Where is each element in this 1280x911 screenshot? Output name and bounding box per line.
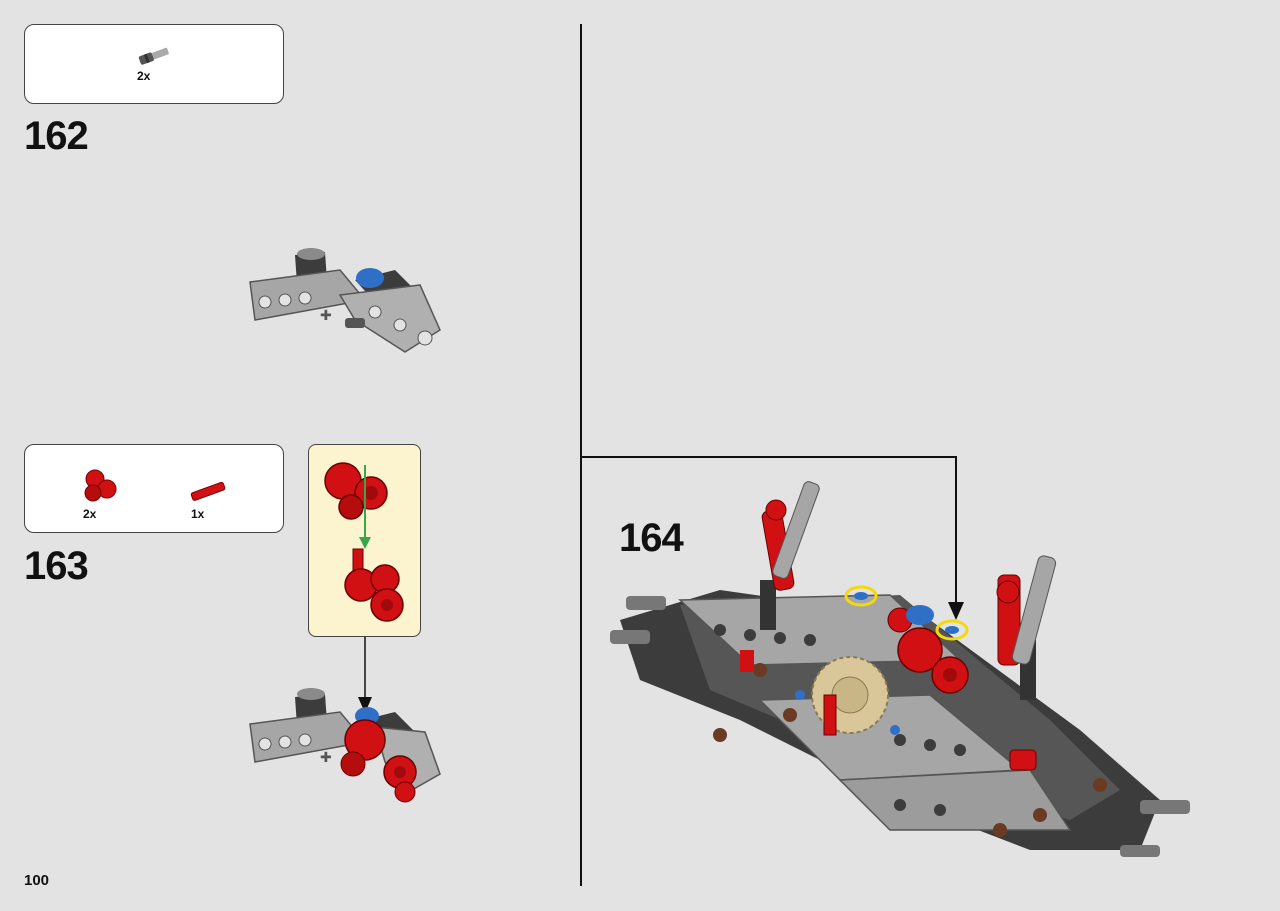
svg-text:✚: ✚ [320,749,332,765]
step-164-chassis-image [610,481,1190,857]
red-double-pin-connector-icon [84,469,117,502]
step-164-arrow [948,602,964,620]
pin-with-axle-icon [138,47,169,65]
red-axle-icon [190,481,226,501]
step-164-frame-right [955,456,957,608]
parts-list-162: 2x [24,24,284,104]
svg-text:✚: ✚ [320,307,332,323]
page-divider [580,24,582,886]
part-qty: 2x [83,507,97,521]
part-qty: 2x [137,69,151,83]
red-connector-top-image [324,462,388,520]
step-number-162: 162 [24,114,89,158]
red-connector-bottom-image [344,548,404,622]
step-164-frame-top [580,456,956,458]
step-163-model-image: ✚ [249,688,441,803]
part-qty: 1x [191,507,205,521]
step-162-model-image: ✚ [249,248,441,353]
subassembly-callout [308,444,421,637]
page-number: 100 [24,872,50,889]
parts-list-163: 2x 1x [24,444,284,533]
step-number-164: 164 [619,516,684,560]
green-arrow-icon [359,465,371,549]
callout-arrow [358,637,372,713]
step-number-163: 163 [24,544,89,588]
